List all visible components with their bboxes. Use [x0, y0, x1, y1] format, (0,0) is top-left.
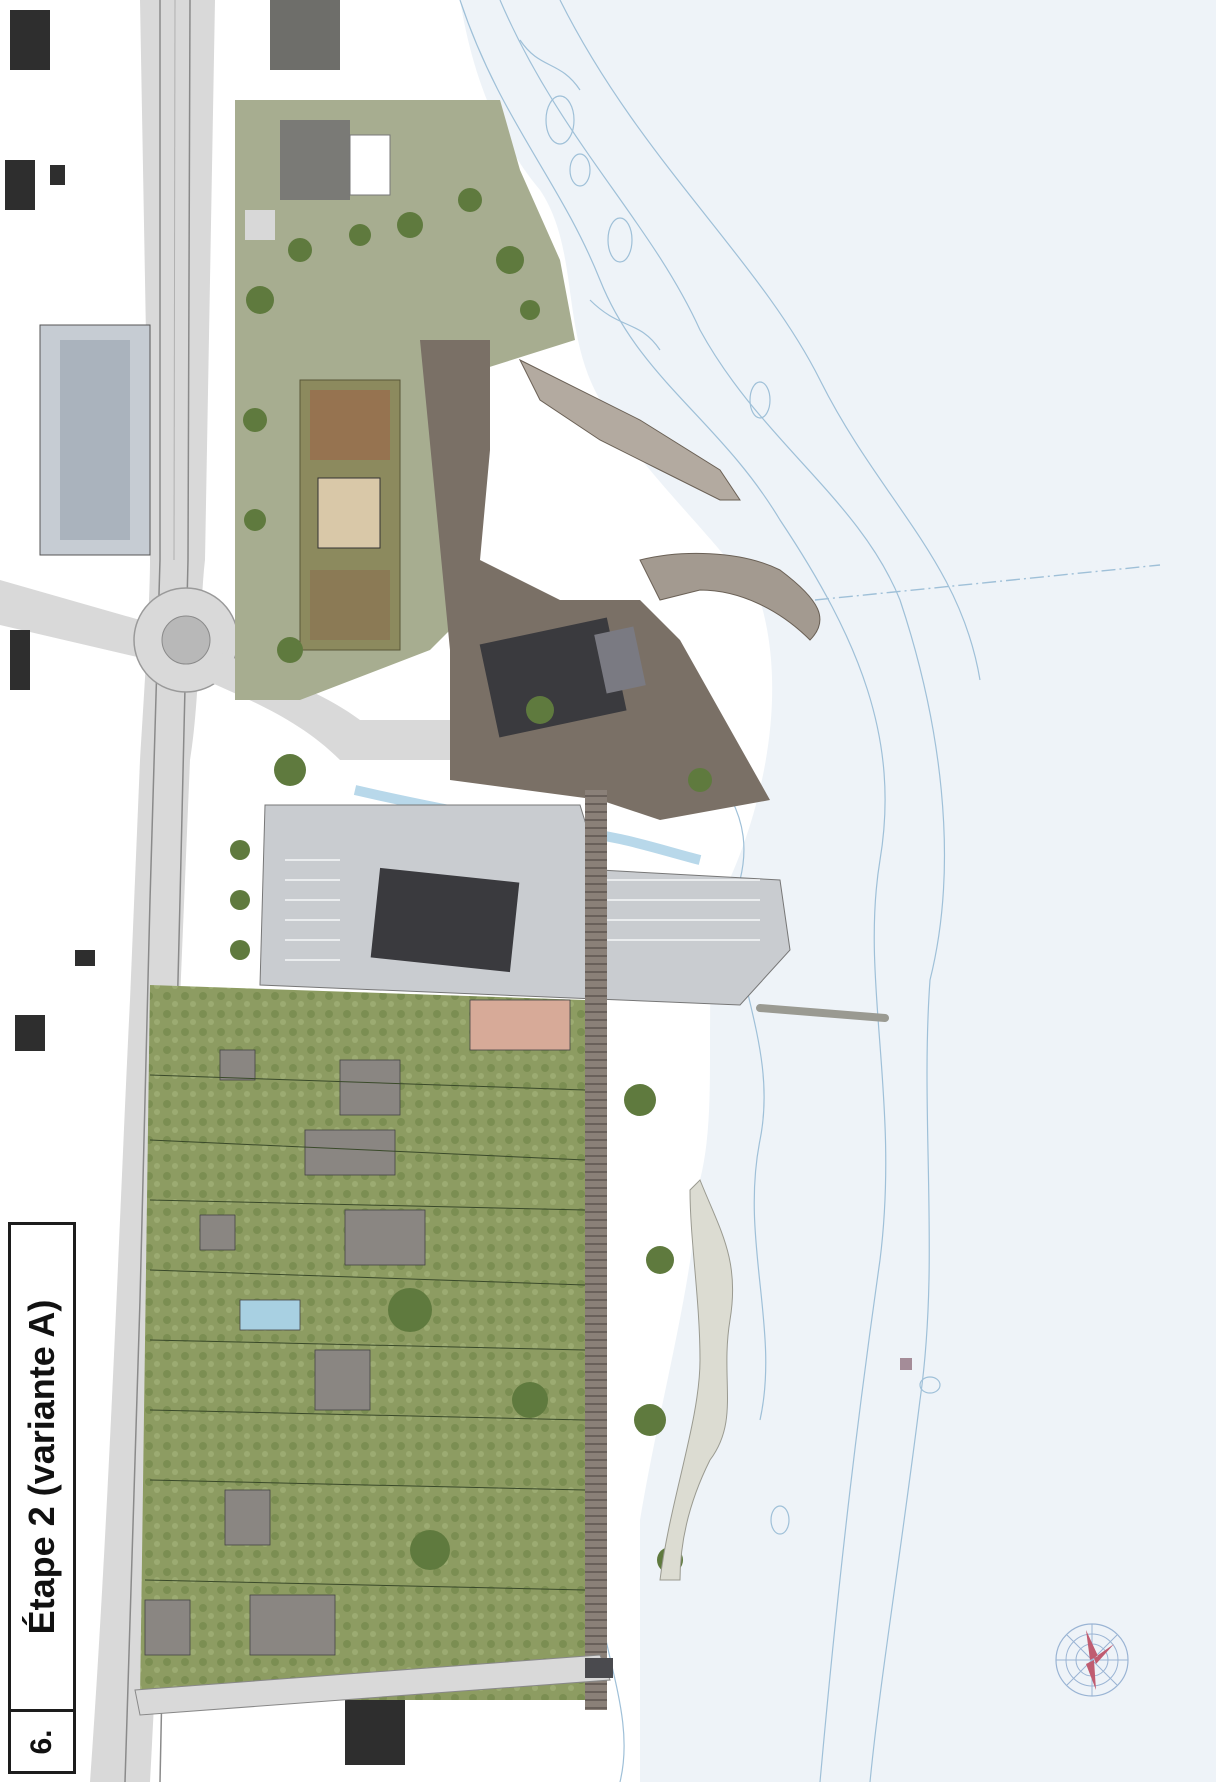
- shoreline-beach: [659, 1179, 734, 1581]
- sheet-number-cell: 6.: [11, 1709, 73, 1771]
- lake-axis-line: [814, 564, 1161, 601]
- new-building-north: [479, 617, 646, 738]
- residential-houses: [144, 999, 571, 1656]
- lake-marker: [900, 1358, 912, 1370]
- harbour-breakwater: [518, 358, 741, 501]
- garden-boundaries: [144, 1074, 586, 1591]
- new-building-south: [370, 867, 520, 973]
- sheet-title: Étape 2 (variante A): [21, 1300, 63, 1635]
- north-houses: [245, 0, 391, 240]
- sheet-title-cell: Étape 2 (variante A): [11, 1225, 73, 1709]
- compass-rose-icon: [1055, 1623, 1129, 1697]
- parking-bays: [285, 859, 760, 961]
- main-road: [90, 0, 215, 1782]
- trees: [230, 188, 712, 1573]
- lakeside-boardwalk: [585, 790, 607, 1710]
- existing-parking-lot: [39, 324, 151, 556]
- sheet-title-block: Étape 2 (variante A) 6.: [8, 1222, 76, 1774]
- harbour-jetty: [639, 552, 821, 641]
- bathymetry-contours: [459, 0, 981, 1782]
- sheet-number: 6.: [25, 1728, 58, 1755]
- sports-field-complex: [299, 379, 401, 651]
- existing-buildings-left: [5, 10, 405, 1765]
- south-road: [134, 1654, 611, 1716]
- side-street: [0, 580, 150, 660]
- sheet-title-variant: (variante A): [21, 1299, 62, 1497]
- south-breakwater: [756, 1004, 889, 1022]
- sheet-title-main: Étape 2: [21, 1506, 62, 1635]
- south-end-structure: [585, 1658, 613, 1678]
